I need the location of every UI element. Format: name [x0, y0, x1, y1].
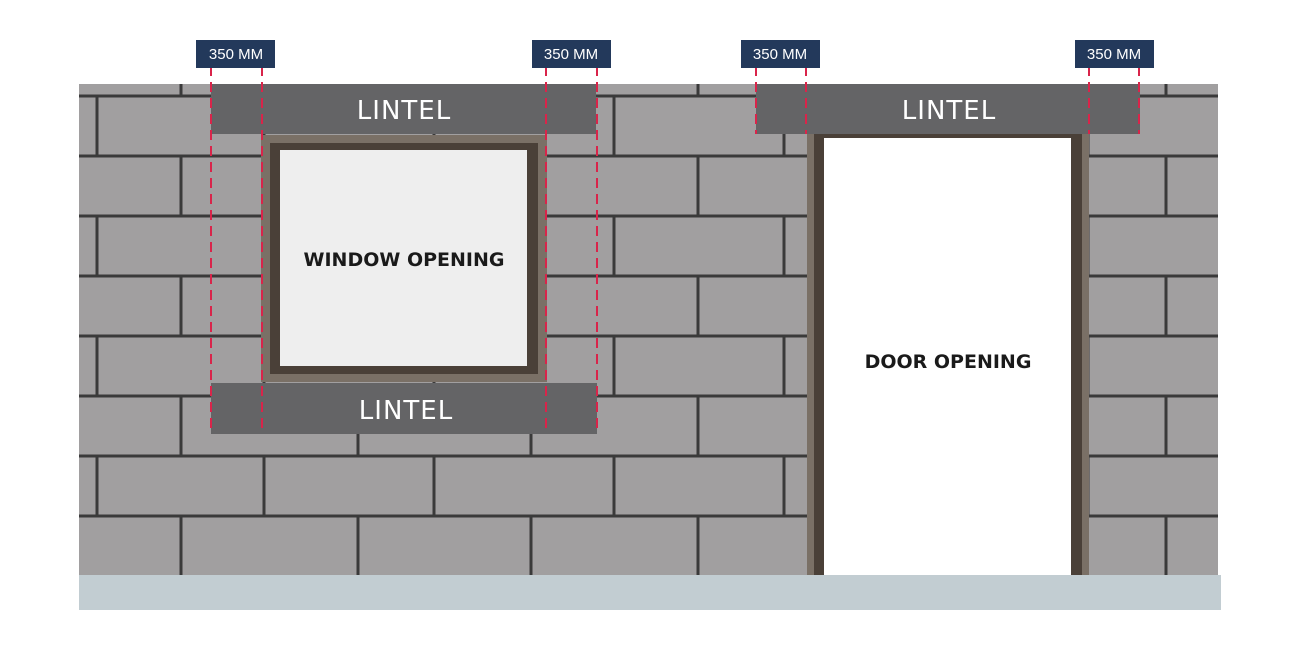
window-assembly: WINDOW OPENING	[261, 135, 547, 382]
door-opening	[824, 138, 1071, 575]
window-top-lintel: LINTEL	[211, 84, 596, 134]
door-opening-label: DOOR OPENING	[865, 351, 1032, 373]
dimension-badge-door-left: 350 MM	[741, 40, 820, 68]
dimension-lines	[210, 66, 1140, 434]
door-lintel: LINTEL	[756, 84, 1140, 134]
door-lintel-label: LINTEL	[902, 96, 996, 126]
window-top-lintel-label: LINTEL	[357, 96, 451, 126]
dimension-label: 350 MM	[1087, 46, 1141, 63]
window-bottom-lintel: LINTEL	[211, 383, 597, 434]
door-assembly: DOOR OPENING	[807, 134, 1089, 575]
window-opening-label: WINDOW OPENING	[304, 249, 505, 271]
ground-slab	[79, 575, 1221, 610]
dimension-label: 350 MM	[209, 46, 263, 63]
dimension-label: 350 MM	[753, 46, 807, 63]
window-bottom-lintel-label: LINTEL	[359, 396, 453, 426]
dimension-label: 350 MM	[544, 46, 598, 63]
dimension-badge-door-right: 350 MM	[1075, 40, 1154, 68]
dimension-badge-window-right: 350 MM	[532, 40, 611, 68]
dimension-badge-window-left: 350 MM	[196, 40, 275, 68]
window-glass	[280, 150, 527, 366]
